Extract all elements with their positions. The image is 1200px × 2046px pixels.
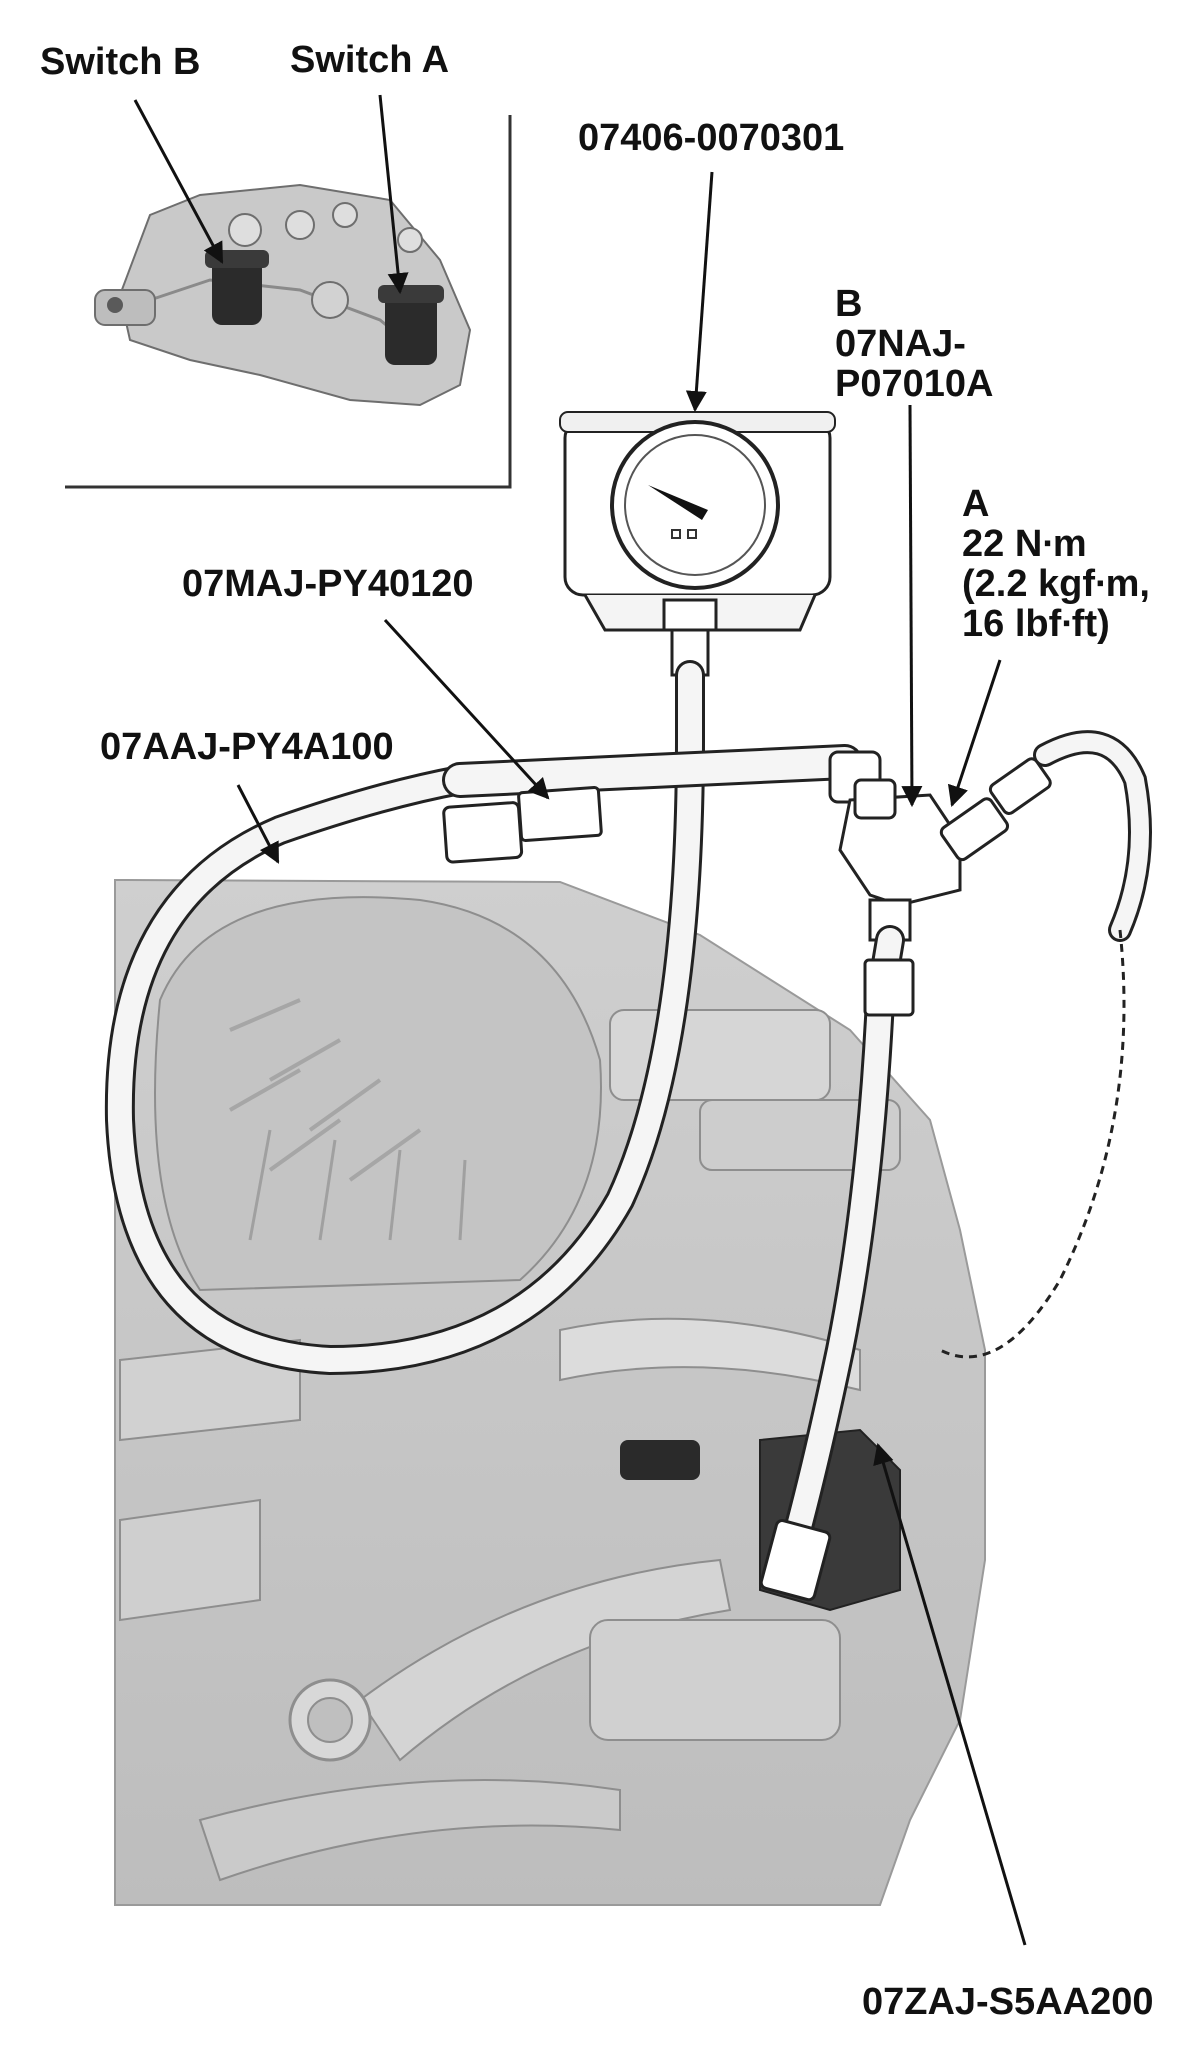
arrow-joint-b — [901, 404, 923, 808]
label-switch-a: Switch A — [290, 39, 450, 81]
engine-assembly — [114, 878, 986, 1906]
label-joint-b-part-2: P07010A — [835, 363, 994, 405]
label-torque-1: 22 N∙m — [962, 523, 1087, 565]
inset-frame — [65, 115, 512, 489]
bolt-a — [939, 730, 1152, 1359]
valve-body-inset — [94, 183, 472, 407]
arrow-bolt-a — [947, 659, 1002, 807]
label-torque-2: (2.2 kgf∙m, — [962, 563, 1150, 605]
joint-b — [838, 778, 962, 942]
arrow-lower-hose — [873, 1442, 1027, 1946]
arrow-switch-b — [133, 99, 224, 264]
switch-a-body — [378, 285, 444, 365]
arrow-hose — [236, 784, 280, 864]
arrow-switch-a — [378, 94, 409, 295]
arrow-gauge — [685, 171, 714, 413]
label-joint-b-part-1: 07NAJ- — [835, 323, 966, 365]
label-joint-b-letter: B — [835, 283, 863, 325]
label-gauge-part: 07406-0070301 — [578, 117, 845, 159]
adapter-hose — [442, 744, 882, 864]
label-switch-b: Switch B — [40, 41, 201, 83]
label-lower-hose-part: 07ZAJ-S5AA200 — [862, 1981, 1154, 2023]
gauge-hose — [104, 660, 705, 1376]
label-adapter-hose-part: 07MAJ-PY40120 — [182, 563, 474, 605]
lower-hose — [759, 925, 915, 1602]
pressure-gauge — [559, 411, 836, 677]
label-torque-3: 16 lbf∙ft) — [962, 603, 1110, 645]
switch-b-body — [205, 250, 269, 325]
label-bolt-a-letter: A — [962, 483, 990, 525]
label-hose-part: 07AAJ-PY4A100 — [100, 726, 394, 768]
arrow-adapter-hose — [383, 618, 550, 800]
leader-arrows — [133, 94, 1027, 1946]
